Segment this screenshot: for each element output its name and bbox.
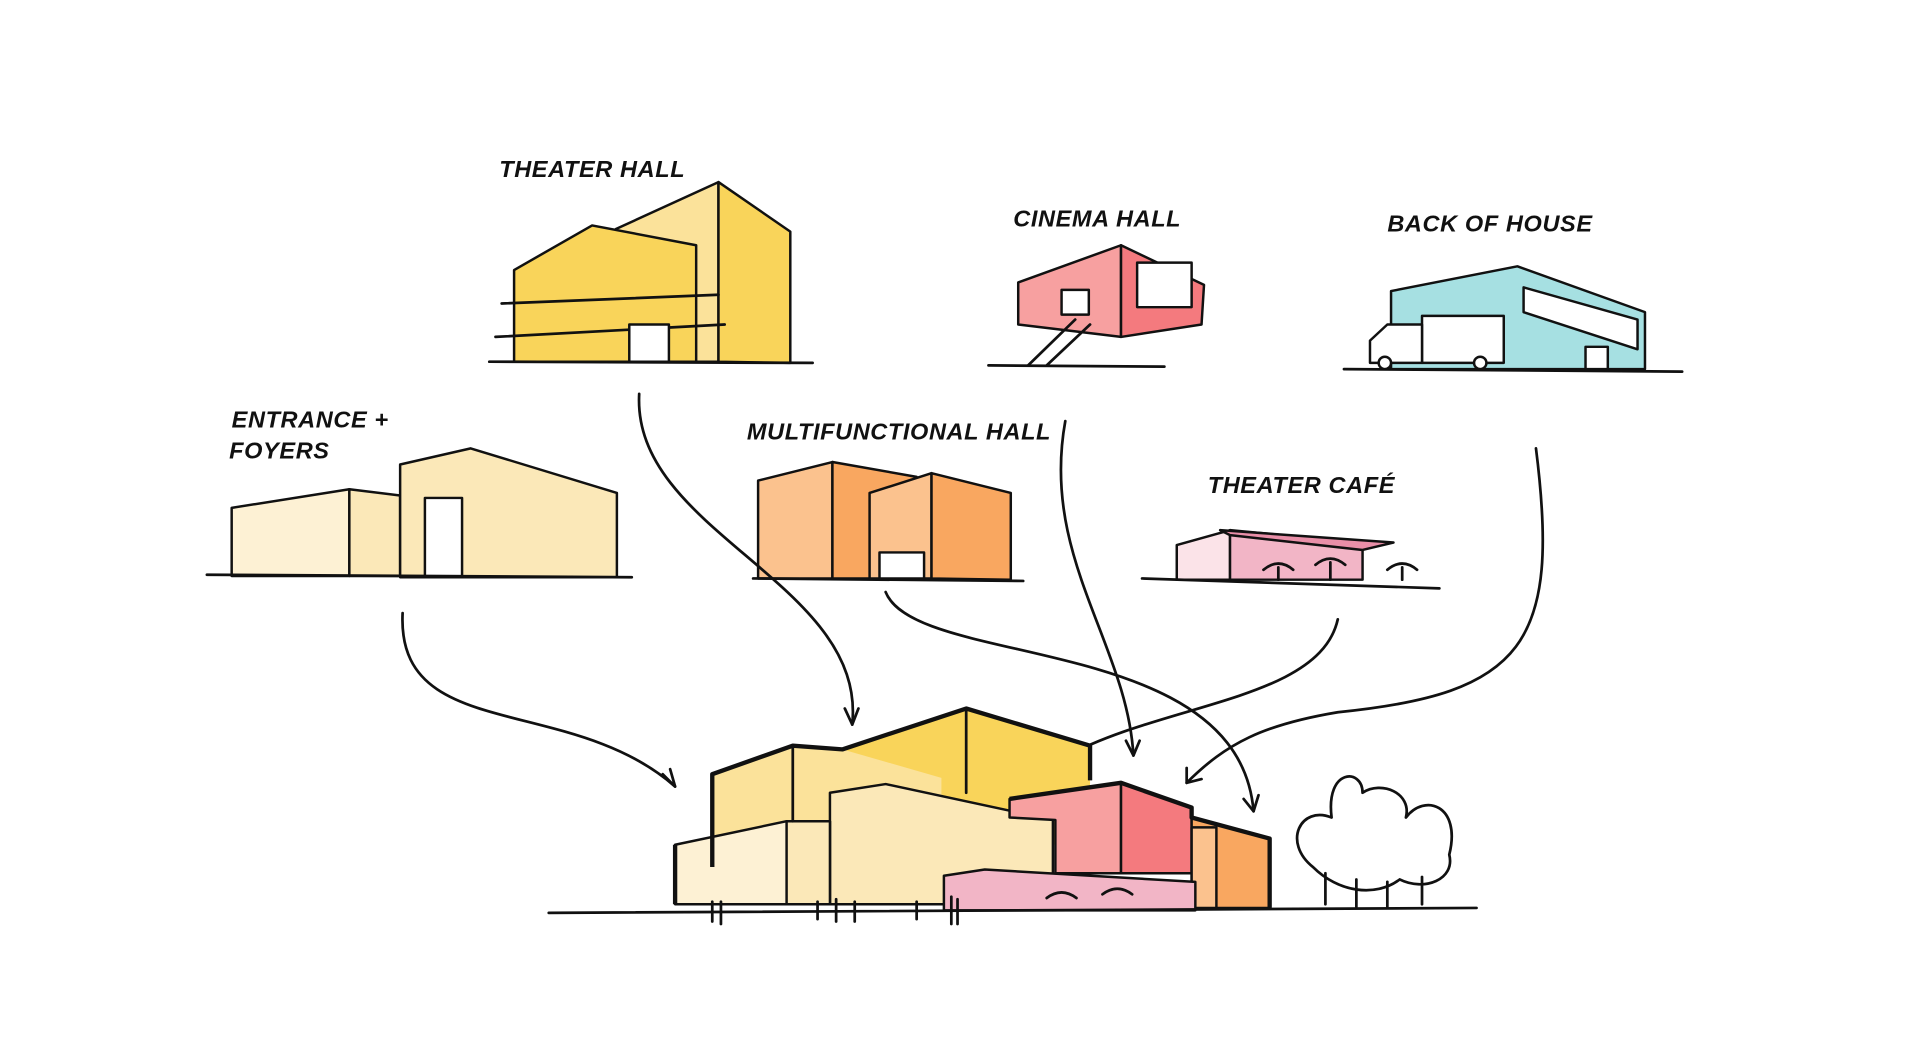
- label-back-of-house: BACK OF HOUSE: [1387, 211, 1593, 237]
- combined-building-sketch: [672, 706, 1272, 912]
- theater-cafe-sketch: [1140, 528, 1441, 590]
- entrance-foyers-sketch: [205, 447, 634, 579]
- ground-line: [547, 906, 1478, 915]
- label-entrance-line2: FOYERS: [229, 437, 329, 463]
- tree-sketch: [1295, 775, 1454, 909]
- truck-icon: [1368, 314, 1506, 371]
- label-cinema-hall: CINEMA HALL: [1013, 206, 1181, 232]
- label-theater-cafe: THEATER CAFÉ: [1208, 471, 1396, 498]
- back-of-house-sketch: [1342, 265, 1684, 373]
- label-theater-hall: THEATER HALL: [499, 156, 685, 182]
- label-entrance-line1: ENTRANCE +: [232, 406, 389, 432]
- cinema-hall-sketch: [987, 244, 1206, 369]
- umbrella-icons: [1262, 557, 1419, 582]
- multifunctional-hall-sketch: [751, 460, 1025, 583]
- theater-hall-sketch: [487, 180, 814, 365]
- label-multifunctional-hall: MULTIFUNCTIONAL HALL: [747, 419, 1051, 445]
